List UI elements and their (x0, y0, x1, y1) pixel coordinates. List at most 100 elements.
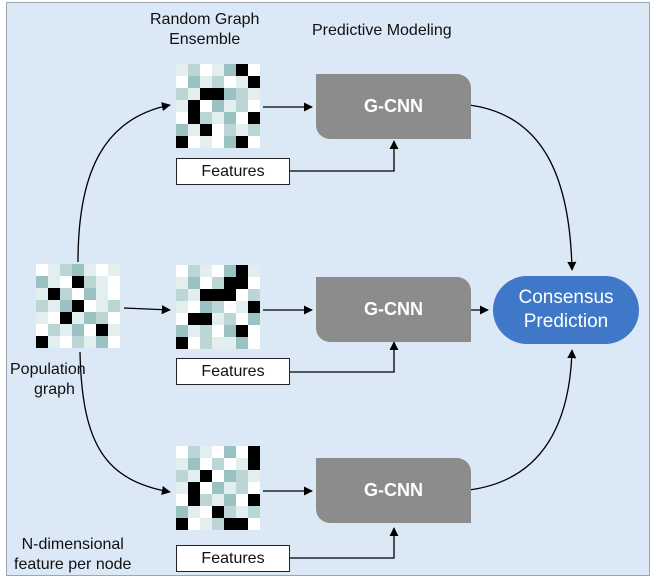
matrix-cell (236, 76, 248, 88)
matrix-cell (48, 312, 60, 324)
matrix-cell (176, 277, 188, 289)
population-label-line2: graph (34, 381, 75, 398)
matrix-cell (176, 482, 188, 494)
matrix-cell (212, 506, 224, 518)
consensus-label-line1: Consensus (518, 287, 614, 308)
matrix-cell (96, 324, 108, 336)
matrix-cell (212, 100, 224, 112)
random-graph-ensemble-label: Random Graph Ensemble (150, 10, 259, 50)
matrix-cell (224, 325, 236, 337)
matrix-cell (96, 336, 108, 348)
matrix-cell (176, 470, 188, 482)
matrix-cell (248, 482, 260, 494)
matrix-cell (84, 336, 96, 348)
matrix-cell (248, 470, 260, 482)
features-box-bottom: Features (176, 545, 290, 572)
matrix-cell (176, 313, 188, 325)
matrix-cell (224, 265, 236, 277)
matrix-cell (248, 100, 260, 112)
matrix-cell (236, 289, 248, 301)
arrow-bottom-features-to-gcnn (290, 527, 399, 559)
matrix-cell (200, 76, 212, 88)
matrix-cell (224, 112, 236, 124)
matrix-cell (84, 300, 96, 312)
matrix-cell (212, 112, 224, 124)
matrix-cell (188, 301, 200, 313)
matrix-cell (176, 64, 188, 76)
matrix-cell (188, 325, 200, 337)
matrix-cell (200, 100, 212, 112)
matrix-cell (188, 136, 200, 148)
matrix-cell (224, 470, 236, 482)
matrix-cell (84, 264, 96, 276)
matrix-cell (96, 312, 108, 324)
matrix-cell (200, 313, 212, 325)
matrix-cell (224, 313, 236, 325)
matrix-cell (224, 289, 236, 301)
matrix-cell (48, 276, 60, 288)
matrix-cell (236, 325, 248, 337)
population-graph-label: Population graph (10, 360, 86, 400)
matrix-cell (176, 289, 188, 301)
consensus-prediction-node: Consensus Prediction (493, 276, 639, 344)
matrix-cell (200, 112, 212, 124)
matrix-cell (176, 337, 188, 349)
n-dimensional-label: N-dimensional feature per node (14, 535, 131, 575)
consensus-label-line2: Prediction (523, 311, 609, 332)
matrix-cell (200, 337, 212, 349)
matrix-cell (236, 100, 248, 112)
matrix-cell (188, 458, 200, 470)
matrix-cell (248, 136, 260, 148)
random-graph-label-line1: Random Graph (150, 11, 260, 28)
matrix-cell (200, 325, 212, 337)
matrix-cell (236, 446, 248, 458)
matrix-cell (60, 312, 72, 324)
matrix-cell (200, 64, 212, 76)
matrix-cell (48, 264, 60, 276)
matrix-cell (212, 518, 224, 530)
matrix-cell (224, 301, 236, 313)
matrix-cell (48, 300, 60, 312)
matrix-cell (188, 100, 200, 112)
matrix-cell (108, 336, 120, 348)
matrix-cell (60, 336, 72, 348)
matrix-cell (236, 458, 248, 470)
matrix-cell (72, 288, 84, 300)
matrix-cell (60, 300, 72, 312)
matrix-cell (108, 312, 120, 324)
population-label-line1: Population (10, 361, 86, 378)
matrix-cell (188, 88, 200, 100)
matrix-cell (212, 124, 224, 136)
matrix-cell (188, 76, 200, 88)
matrix-cell (212, 64, 224, 76)
matrix-cell (200, 482, 212, 494)
matrix-cell (212, 88, 224, 100)
ensemble-matrix-top (176, 64, 260, 153)
matrix-cell (108, 276, 120, 288)
matrix-cell (200, 265, 212, 277)
matrix-cell (236, 313, 248, 325)
gcnn-box-middle: G-CNN (316, 277, 471, 342)
matrix-cell (84, 276, 96, 288)
gcnn-box-top: G-CNN (316, 74, 471, 139)
arrow-population-to-middle-matrix (123, 305, 171, 315)
matrix-cell (188, 112, 200, 124)
matrix-cell (212, 277, 224, 289)
matrix-cell (224, 88, 236, 100)
matrix-cell (212, 446, 224, 458)
matrix-cell (248, 301, 260, 313)
matrix-cell (176, 518, 188, 530)
matrix-cell (200, 289, 212, 301)
matrix-cell (212, 325, 224, 337)
matrix-cell (224, 337, 236, 349)
matrix-cell (188, 64, 200, 76)
matrix-cell (188, 289, 200, 301)
matrix-cell (212, 458, 224, 470)
adjacency-matrix-grid (176, 265, 260, 349)
matrix-cell (236, 64, 248, 76)
matrix-cell (176, 301, 188, 313)
matrix-cell (108, 264, 120, 276)
matrix-cell (236, 470, 248, 482)
